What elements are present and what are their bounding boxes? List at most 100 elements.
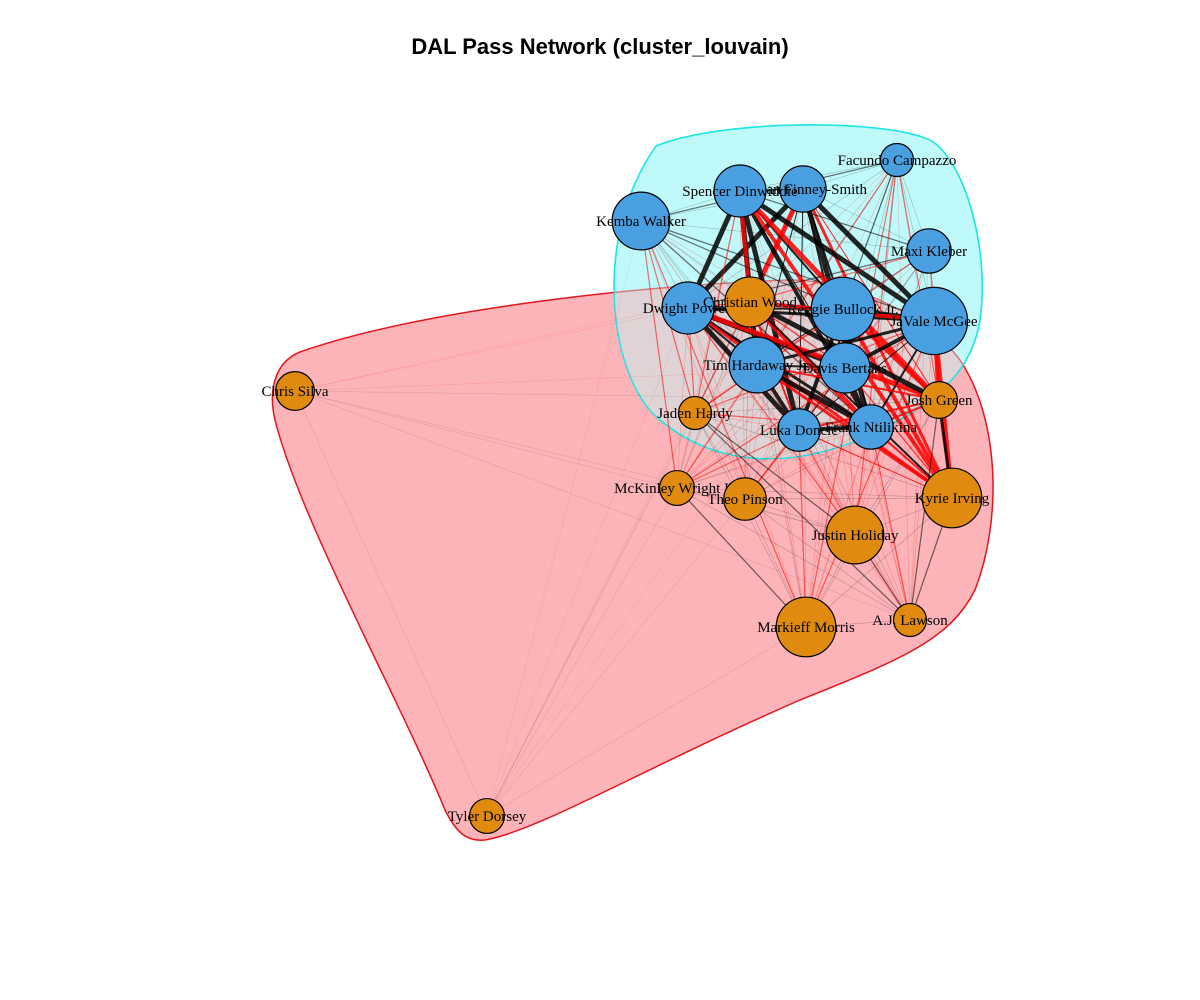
edge-dwight-theo [687,307,746,500]
edge-spencer-justin [739,190,856,536]
node-circle-jaden[interactable] [677,395,713,431]
node-davis[interactable]: Davis Bertans [803,342,888,394]
edge-jaden-kyrie [694,412,953,499]
edge-maxi-christian [749,250,930,303]
node-chris[interactable]: Chris Silva [261,371,329,411]
node-kyrie[interactable]: Kyrie Irving [915,467,990,529]
node-markieff[interactable]: Markieff Morris [757,596,855,658]
node-jaden[interactable]: Jaden Hardy [657,395,733,431]
edge-josh-theo [744,399,940,500]
edge-frank-aj [870,426,911,621]
node-label-spencer: Spencer Dinwiddie [682,184,798,200]
node-theo[interactable]: Theo Pinson [707,477,783,521]
node-label-theo: Theo Pinson [707,492,783,508]
node-circle-chris[interactable] [275,371,315,411]
edge-frank-mckinley [676,426,872,489]
node-circle-reggie[interactable] [810,276,876,342]
node-circle-mckinley[interactable] [658,469,696,507]
edge-dwight-justin [687,307,856,536]
edge-frank-theo [744,426,872,500]
node-label-facundo: Facundo Campazzo [838,153,957,169]
edge-facundo-dwight [687,159,898,309]
edge-kemba-maxi [640,220,930,252]
edge-kemba-reggie [640,220,844,310]
node-label-mckinley: McKinley Wright IV [614,481,740,497]
node-circle-dwight[interactable] [661,281,715,335]
node-kemba[interactable]: Kemba Walker [596,191,686,251]
node-circle-facundo[interactable] [879,142,915,178]
edge-jaden-josh [694,399,940,414]
node-facundo[interactable]: Facundo Campazzo [838,142,957,178]
node-circle-markieff[interactable] [775,596,837,658]
edge-jaden-justin [694,412,856,536]
node-spencer[interactable]: Spencer Dinwiddie [682,164,798,218]
node-label-frank: Frank Ntilikina [825,420,917,436]
node-circle-josh[interactable] [919,381,958,420]
edge-markieff-tyler [486,626,807,817]
node-label-maxi: Maxi Kleber [891,244,967,260]
node-dorian[interactable]: Dorian Finney-Smith [739,165,867,213]
edge-kemba-tyler [486,220,642,817]
edge-dwight-chris [294,307,689,392]
node-tyler[interactable]: Tyler Dorsey [448,797,527,835]
node-christian[interactable]: Christian Wood [703,276,797,328]
edge-maxi-chris [294,250,930,392]
node-circle-christian[interactable] [724,276,776,328]
node-circle-javale[interactable] [899,286,969,356]
node-maxi[interactable]: Maxi Kleber [891,228,967,274]
node-label-jaden: Jaden Hardy [657,406,733,422]
node-circle-kyrie[interactable] [921,467,983,529]
node-luka[interactable]: Luka Doncic [760,408,838,452]
edge-theo-tyler [486,498,746,817]
node-tim[interactable]: Tim Hardaway Jr. [703,336,811,394]
edge-spencer-jaden [694,190,741,414]
edge-mckinley-aj [676,487,911,621]
node-label-tim: Tim Hardaway Jr. [703,358,810,374]
node-circle-dorian[interactable] [779,165,827,213]
node-label-aj: A.J. Lawson [872,613,948,629]
node-label-javale: JaVale McGee [890,314,977,330]
node-reggie[interactable]: Reggie Bullock Jr. [787,276,899,342]
node-label-luka: Luka Doncic [760,423,838,439]
node-circle-luka[interactable] [777,408,821,452]
chart-title: DAL Pass Network (cluster_louvain) [411,34,789,59]
node-circle-maxi[interactable] [906,228,952,274]
node-circle-theo[interactable] [723,477,767,521]
edge-chris-josh [294,390,940,401]
node-circle-kemba[interactable] [611,191,671,251]
node-label-tyler: Tyler Dorsey [448,809,527,825]
node-aj[interactable]: A.J. Lawson [872,602,948,638]
node-mckinley[interactable]: McKinley Wright IV [614,469,740,507]
node-circle-frank[interactable] [848,404,894,450]
node-label-dwight: Dwight Powell [643,301,733,317]
edge-chris-aj [294,390,911,621]
node-circle-tim[interactable] [728,336,786,394]
node-circle-davis[interactable] [819,342,871,394]
node-javale[interactable]: JaVale McGee [890,286,978,356]
edge-jaden-tyler [486,412,696,817]
edge-spencer-javale [738,188,936,324]
edge-theo-kyrie [744,497,953,500]
node-justin[interactable]: Justin Holiday [811,505,899,565]
edge-dwight-tyler [486,307,689,817]
node-circle-justin[interactable] [825,505,885,565]
node-circle-spencer[interactable] [713,164,767,218]
edge-luka-mckinley [676,429,800,489]
node-josh[interactable]: Josh Green [905,381,973,420]
edge-christian-theo [744,301,751,500]
edge-spencer-maxi [739,190,930,252]
edge-kemba-markieff [640,220,807,628]
edge-dwight-markieff [687,307,807,628]
edge-mckinley-justin [676,487,856,536]
node-dwight[interactable]: Dwight Powell [643,281,733,335]
node-label-kyrie: Kyrie Irving [915,491,990,507]
node-circle-aj[interactable] [892,602,928,638]
node-frank[interactable]: Frank Ntilikina [825,404,917,450]
edge-mckinley-tyler [486,487,678,817]
edge-christian-mckinley [676,301,751,489]
edge-facundo-aj [896,159,911,621]
node-circle-tyler[interactable] [468,797,506,835]
node-label-josh: Josh Green [905,393,973,409]
